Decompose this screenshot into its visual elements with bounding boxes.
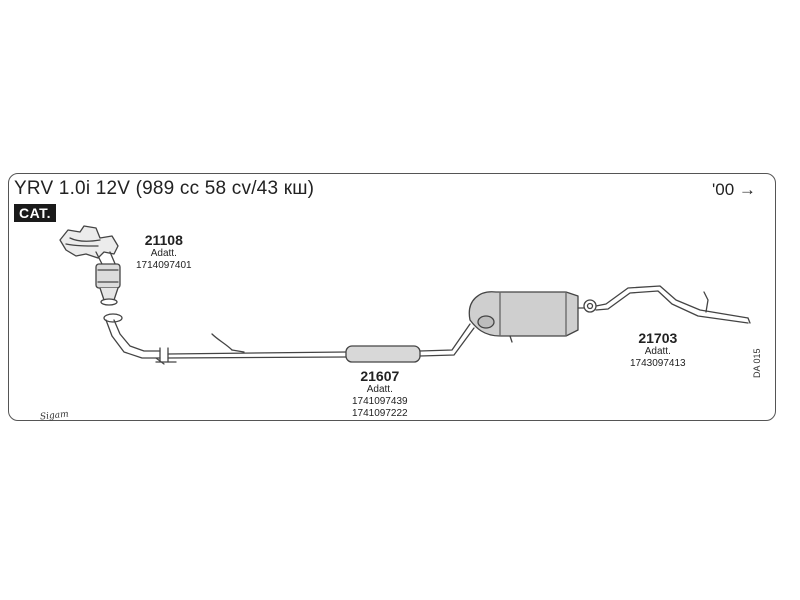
part-note: Adatt. <box>366 384 393 395</box>
front-pipe-part[interactable] <box>103 313 475 365</box>
part-ref: 1714097401 <box>136 260 192 271</box>
rear-silencer-part[interactable] <box>468 285 751 343</box>
part-label-21607: 21607 Adatt. 1741097439 1741097222 <box>352 368 408 420</box>
part-code: 21607 <box>360 368 400 384</box>
part-label-21108: 21108 Adatt. 1714097401 <box>136 232 192 272</box>
year-range: '00 → <box>712 180 756 199</box>
part-code: 21108 <box>144 232 183 248</box>
vehicle-title: YRV 1.0i 12V (989 cc 58 cv/43 кш) <box>14 178 315 199</box>
cat-badge: CAT. <box>14 204 57 222</box>
exhaust-manifold-part[interactable] <box>59 225 121 306</box>
part-ref: 1741097439 <box>352 396 408 407</box>
part-label-21703: 21703 Adatt. 1743097413 <box>630 330 686 370</box>
part-code: 21703 <box>638 330 678 346</box>
part-note: Adatt. <box>150 248 177 259</box>
part-ref: 1743097413 <box>630 358 686 369</box>
sheet-code: DA 015 <box>752 348 762 378</box>
diagram-frame <box>8 173 776 421</box>
part-ref: 1741097222 <box>352 408 408 419</box>
part-note: Adatt. <box>644 346 671 357</box>
